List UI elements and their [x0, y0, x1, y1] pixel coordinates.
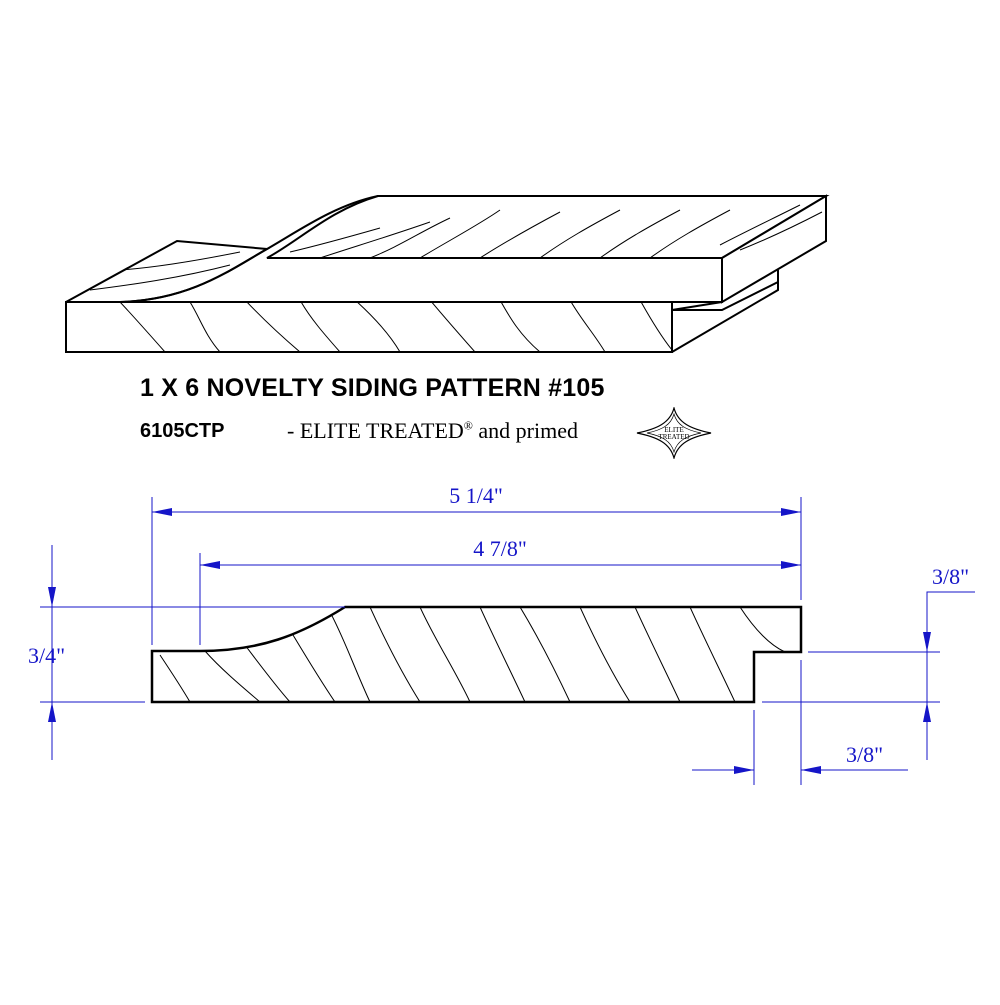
top-grain — [289, 204, 801, 258]
board-rabbet-lower — [671, 282, 779, 353]
board-right-front — [672, 258, 723, 303]
right-grain — [739, 211, 823, 251]
section-grain — [159, 607, 786, 702]
product-description: - ELITE TREATED® and primed — [287, 418, 578, 444]
board-top-face — [266, 195, 830, 259]
drawing-title: 1 X 6 NOVELTY SIDING PATTERN #105 — [140, 374, 605, 402]
label-rabbet-width: 3/8" — [846, 742, 883, 767]
elite-treated-logo-icon: ELITE TREATED — [636, 405, 712, 461]
label-overall-width: 5 1/4" — [449, 483, 503, 508]
dim-rabbet-depth-top — [923, 591, 975, 652]
top-left-grain — [89, 251, 241, 291]
description-suffix: and primed — [472, 418, 578, 443]
label-rabbet-depth: 3/8" — [932, 564, 969, 589]
section-outline — [150, 605, 803, 704]
front-grain — [119, 302, 672, 352]
dimension-lines — [40, 497, 975, 785]
registered-mark: ® — [463, 418, 473, 433]
description-prefix: - ELITE TREATED — [287, 418, 464, 443]
logo-line2: TREATED — [658, 433, 689, 441]
product-code: 6105CTP — [140, 420, 225, 442]
board-top-left-face — [65, 239, 271, 303]
cross-section — [150, 605, 803, 704]
board-curve — [119, 195, 379, 303]
board-rabbet — [671, 270, 779, 311]
logo-svg: ELITE TREATED — [636, 405, 712, 461]
label-thickness: 3/4" — [28, 643, 65, 668]
board-front-face — [65, 301, 673, 353]
label-face-width: 4 7/8" — [473, 536, 527, 561]
isometric-board — [65, 194, 830, 353]
logo-line1: ELITE — [664, 426, 683, 434]
board-rabbet-inner — [671, 301, 723, 311]
